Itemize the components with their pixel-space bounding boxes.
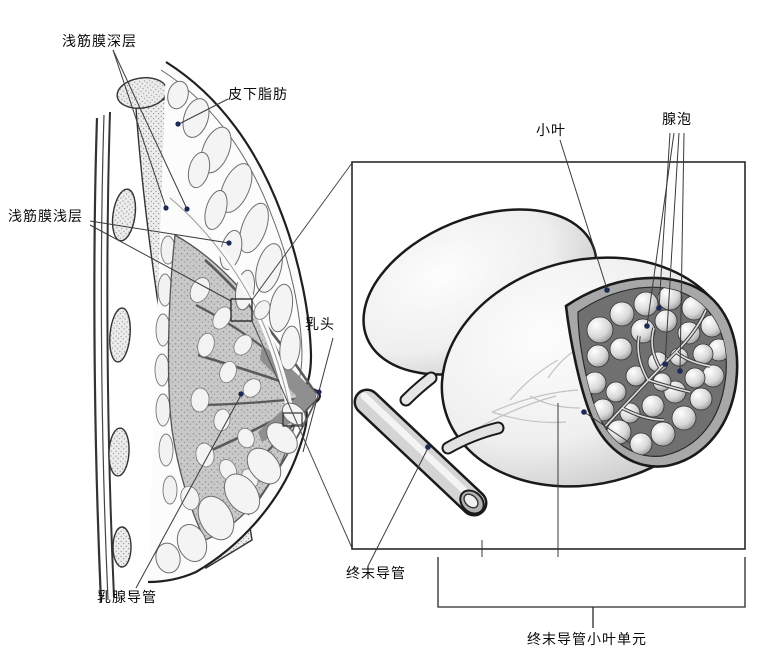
back-lobule-stalk bbox=[399, 371, 438, 407]
label-tdlu: 终末导管小叶单元 bbox=[527, 631, 647, 647]
window-duct-tree bbox=[598, 309, 711, 434]
tdlu-bracket bbox=[437, 557, 746, 628]
label-nipple: 乳头 bbox=[305, 316, 335, 332]
label-mammary-duct: 乳腺导管 bbox=[97, 589, 157, 605]
label-fascia-deep: 浅筋膜深层 bbox=[62, 33, 137, 49]
front-lobule-stalk bbox=[441, 421, 505, 455]
magnifier-connector-lines bbox=[251, 162, 353, 549]
label-subcutaneous-fat: 皮下脂肪 bbox=[228, 86, 288, 102]
label-acini: 腺泡 bbox=[662, 111, 692, 127]
label-terminal-duct: 终末导管 bbox=[346, 565, 406, 581]
lower-fat-lobules bbox=[155, 402, 307, 574]
front-lobule bbox=[440, 256, 739, 488]
leader-lines bbox=[89, 49, 685, 589]
retromammary-fat bbox=[154, 235, 178, 505]
subcutaneous-fat-lobules bbox=[167, 80, 301, 371]
skin-inner-line bbox=[160, 69, 303, 387]
breast-section bbox=[147, 61, 322, 584]
terminal-duct-tube bbox=[353, 388, 488, 517]
marker-dots bbox=[163, 121, 683, 450]
callout-rect-gland bbox=[230, 298, 253, 322]
label-fascia-superficial: 浅筋膜浅层 bbox=[8, 208, 83, 224]
intralobular-ducts bbox=[477, 347, 581, 429]
label-lobule: 小叶 bbox=[536, 122, 566, 138]
